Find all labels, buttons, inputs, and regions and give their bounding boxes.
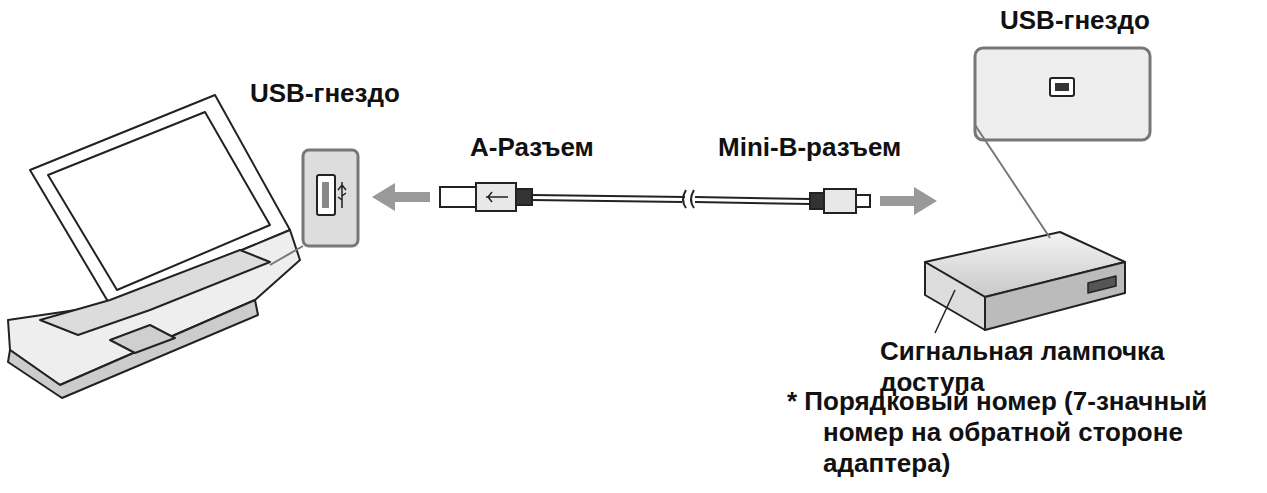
insert-arrow <box>372 183 430 211</box>
insert-arrow <box>880 187 937 215</box>
usb-a-plug <box>440 183 532 211</box>
card-adapter <box>925 232 1125 330</box>
leader-line <box>935 290 955 333</box>
laptop <box>8 95 300 398</box>
cable <box>532 190 810 208</box>
usb-port-inset <box>270 150 358 265</box>
port-label: USB-гнездо <box>1000 5 1150 36</box>
port-label: USB-гнездо <box>250 78 400 109</box>
adapter-port-inset <box>975 48 1150 238</box>
note-label: * Порядковый номер (7-значный номер на о… <box>787 386 1267 480</box>
mini-b-plug <box>810 189 870 213</box>
connector-label: Mini-B-разъем <box>718 132 901 163</box>
connector-label: A-Разъем <box>470 132 594 163</box>
